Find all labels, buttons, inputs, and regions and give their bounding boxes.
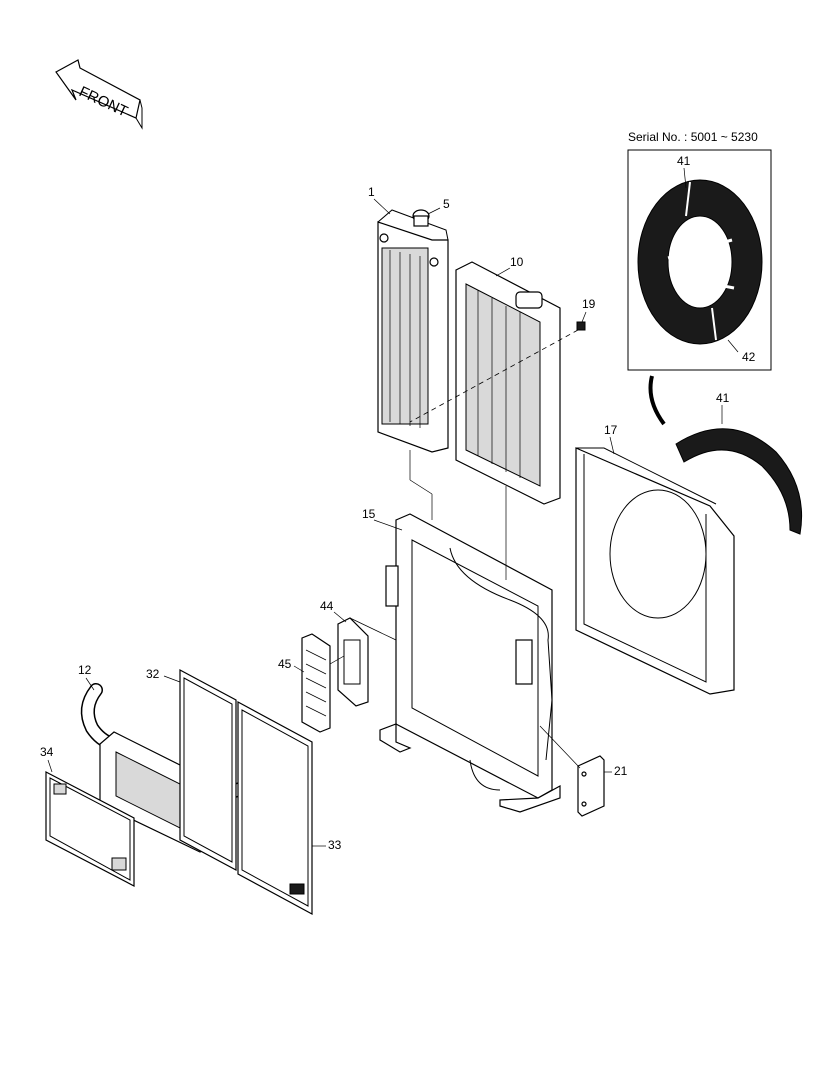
callout-44: 44 <box>320 599 334 613</box>
screen-33 <box>237 700 313 916</box>
screen-34 <box>45 771 135 887</box>
callout-5: 5 <box>443 197 450 211</box>
callout-34: 34 <box>40 745 54 759</box>
fan-guard-half-icon <box>648 375 803 535</box>
callout-42-inset: 42 <box>742 350 756 364</box>
callout-32: 32 <box>146 667 160 681</box>
callout-17: 17 <box>604 423 618 437</box>
callout-15: 15 <box>362 507 376 521</box>
oil-cooler <box>455 261 561 505</box>
bracket-44 <box>337 617 369 707</box>
callout-21: 21 <box>614 764 628 778</box>
serial-title: Serial No. : 5001 ~ 5230 <box>628 130 758 144</box>
callout-41-main: 41 <box>716 391 730 405</box>
radiator-cap-icon <box>412 209 430 227</box>
callout-41-inset: 41 <box>677 154 691 168</box>
callout-12: 12 <box>78 663 92 677</box>
cooler-45 <box>301 633 331 733</box>
callout-33: 33 <box>328 838 342 852</box>
callout-45: 45 <box>278 657 292 671</box>
front-arrow-icon: FRONT <box>55 59 143 130</box>
callout-1: 1 <box>368 185 375 199</box>
screen-32 <box>179 668 237 872</box>
radiator <box>377 209 449 453</box>
small-bracket-icon <box>576 321 586 331</box>
radiator-frame <box>379 513 561 813</box>
serial-inset: Serial No. : 5001 ~ 5230 41 42 <box>627 130 772 371</box>
fan-guard-ring-icon <box>637 179 763 345</box>
fan-shroud <box>575 447 735 695</box>
plate-21 <box>577 755 605 817</box>
callout-10: 10 <box>510 255 524 269</box>
callout-19: 19 <box>582 297 596 311</box>
